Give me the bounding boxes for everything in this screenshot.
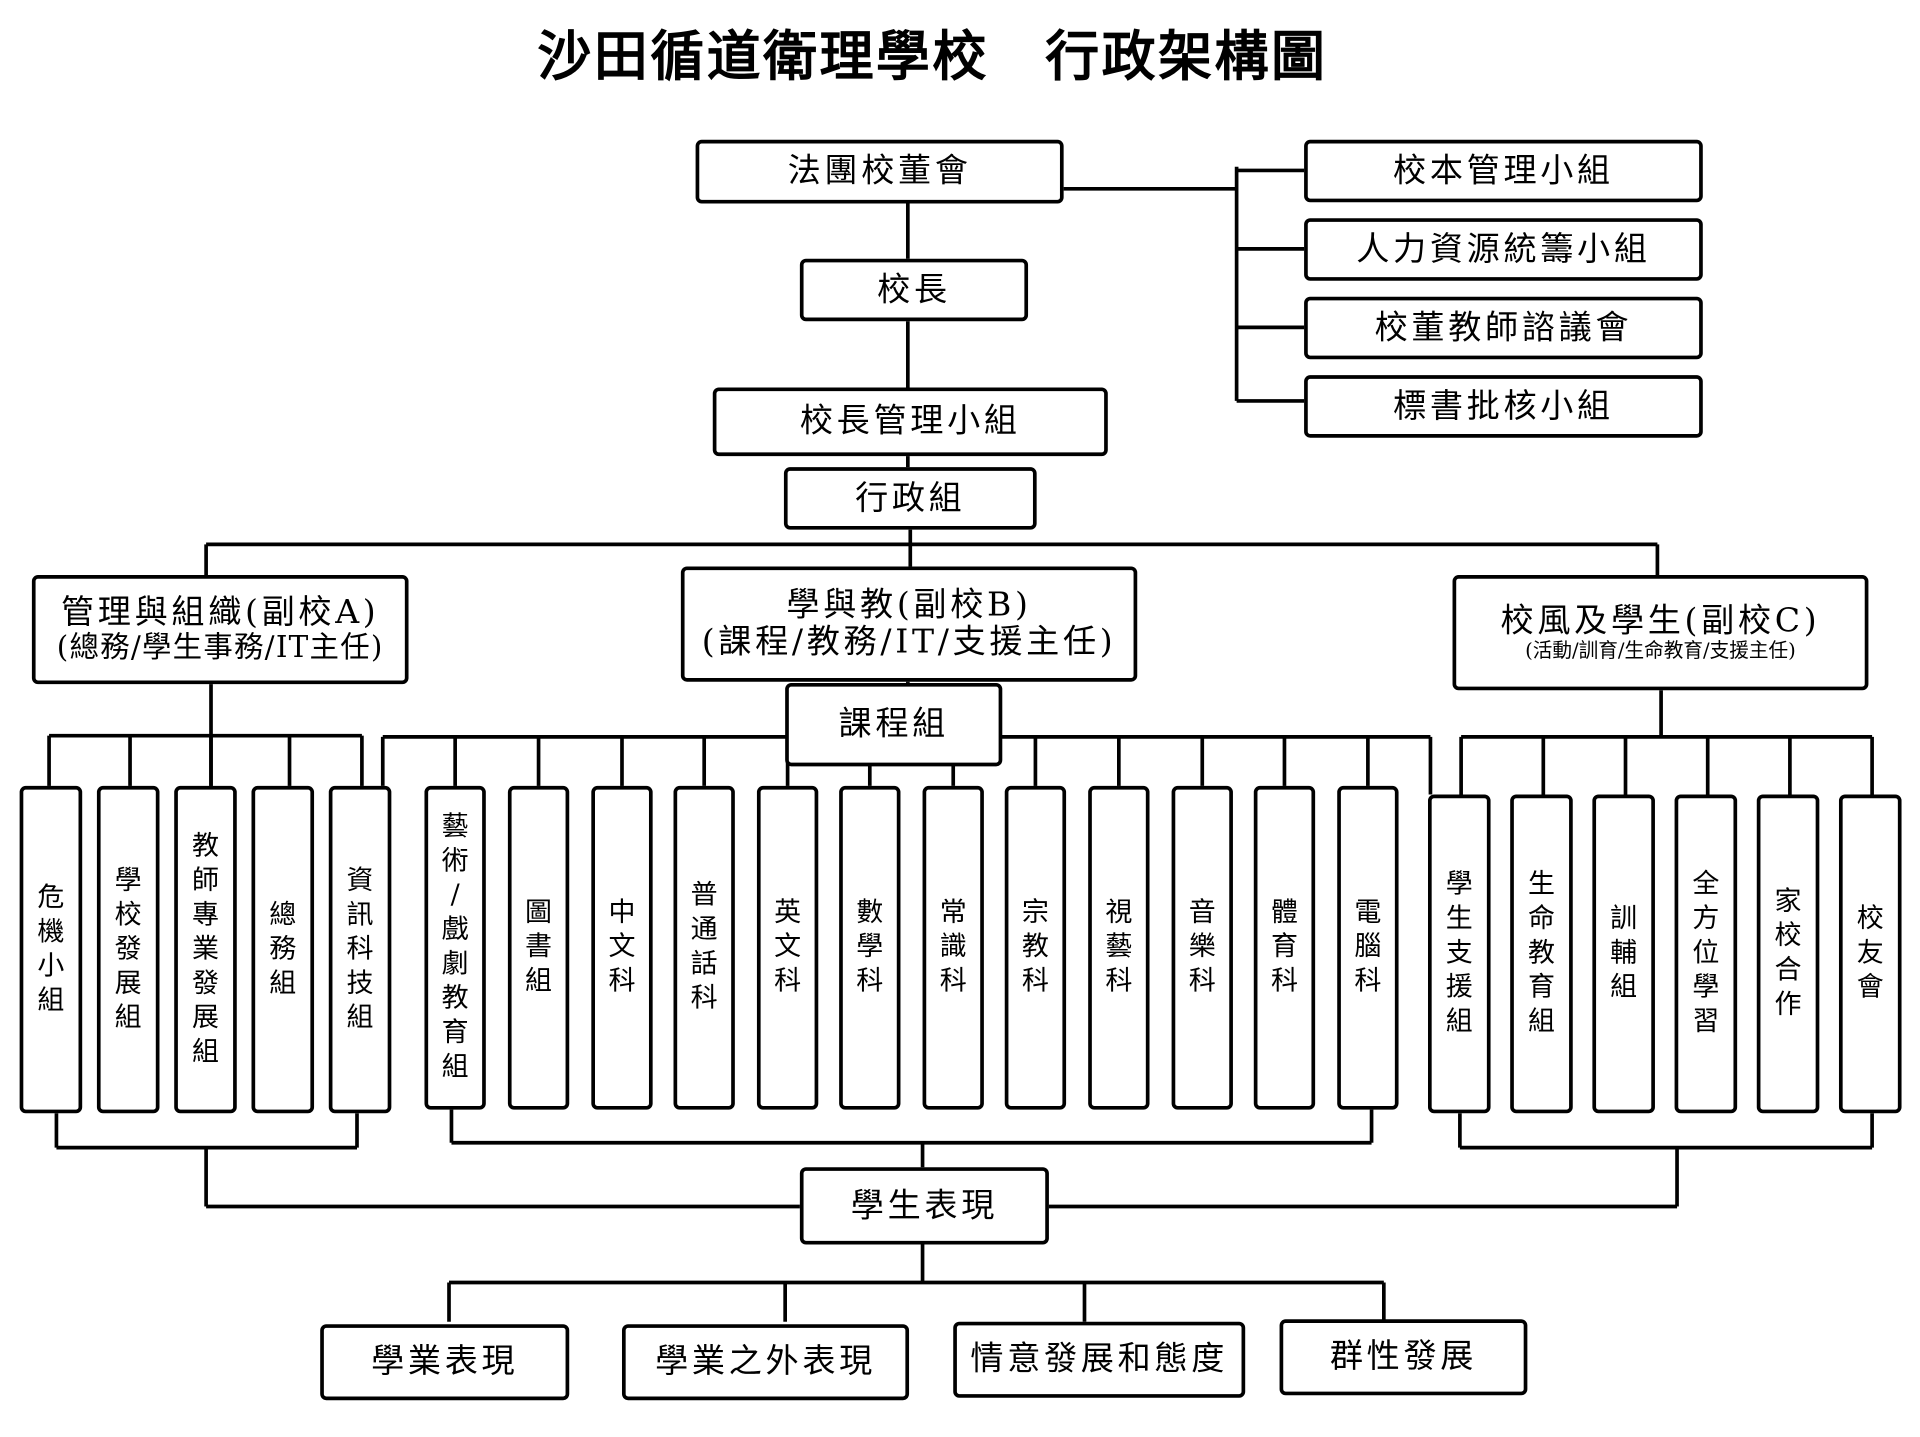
unit-label: 學 校 發 展 組 bbox=[114, 865, 142, 1033]
branch-c-subtitle: (活動/訓育/生命教育/支援主任) bbox=[1525, 638, 1796, 663]
unit-label: 家 校 合 作 bbox=[1774, 886, 1802, 1021]
unit-b-8: 宗 教 科 bbox=[1004, 785, 1067, 1110]
unit-a-1: 危 機 小 組 bbox=[19, 785, 83, 1114]
unit-label: 音 樂 科 bbox=[1188, 897, 1216, 997]
box-student-performance: 學生表現 bbox=[799, 1167, 1049, 1245]
unit-label: 全 方 位 學 習 bbox=[1692, 869, 1720, 1038]
unit-label: 圖 書 組 bbox=[525, 897, 553, 997]
box-admin-group: 行政組 bbox=[783, 467, 1037, 530]
unit-label: 危 機 小 組 bbox=[37, 882, 65, 1016]
box-outcome-4: 群性發展 bbox=[1279, 1319, 1528, 1396]
unit-label: 訓 輔 組 bbox=[1610, 903, 1638, 1003]
box-branch-b: 學與教(副校B) (課程/教務/IT/支援主任) bbox=[680, 566, 1138, 682]
box-principal-label: 校長 bbox=[877, 270, 951, 309]
unit-b-11: 體 育 科 bbox=[1253, 785, 1316, 1110]
branch-b-subtitle: (課程/教務/IT/支援主任) bbox=[701, 622, 1117, 661]
unit-b-12: 電 腦 科 bbox=[1337, 785, 1399, 1110]
box-outcome-1: 學業表現 bbox=[320, 1324, 570, 1401]
box-committee-1: 校本管理小組 bbox=[1304, 139, 1703, 203]
unit-a-4: 總 務 組 bbox=[251, 785, 315, 1114]
branch-a-title: 管理與組織(副校A) bbox=[60, 593, 380, 632]
unit-c-4: 全 方 位 學 習 bbox=[1674, 794, 1738, 1114]
box-branch-c: 校風及學生(副校C) (活動/訓育/生命教育/支援主任) bbox=[1452, 575, 1869, 691]
branch-a-subtitle: (總務/學生事務/IT主任) bbox=[56, 630, 384, 665]
unit-c-6: 校 友 會 bbox=[1838, 794, 1902, 1114]
box-outcome-2: 學業之外表現 bbox=[621, 1324, 910, 1401]
unit-a-2: 學 校 發 展 組 bbox=[96, 785, 160, 1114]
unit-label: 常 識 科 bbox=[939, 897, 967, 997]
branch-c-title: 校風及學生(副校C) bbox=[1500, 602, 1821, 641]
committee-label: 人力資源統籌小組 bbox=[1356, 230, 1651, 269]
box-committee-4: 標書批核小組 bbox=[1304, 375, 1703, 438]
unit-label: 生 命 教 育 組 bbox=[1527, 869, 1555, 1038]
outcome-label: 群性發展 bbox=[1329, 1337, 1478, 1376]
box-committee-2: 人力資源統籌小組 bbox=[1304, 218, 1703, 281]
chart-title: 沙田循道衛理學校 行政架構圖 bbox=[537, 25, 1328, 89]
unit-label: 中 文 科 bbox=[608, 897, 636, 997]
unit-b-3: 中 文 科 bbox=[591, 785, 653, 1110]
unit-b-2: 圖 書 組 bbox=[507, 785, 570, 1110]
box-principal: 校長 bbox=[799, 258, 1029, 322]
unit-b-6: 數 學 科 bbox=[839, 785, 901, 1110]
box-principal-management-label: 校長管理小組 bbox=[799, 402, 1021, 441]
box-outcome-3: 情意發展和態度 bbox=[953, 1321, 1246, 1398]
unit-a-5: 資 訊 科 技 組 bbox=[328, 785, 392, 1114]
committee-label: 標書批核小組 bbox=[1393, 387, 1614, 426]
box-curriculum-group: 課程組 bbox=[785, 682, 1003, 767]
unit-label: 藝 術 / 戲 劇 教 育 組 bbox=[441, 811, 469, 1083]
unit-label: 體 育 科 bbox=[1270, 897, 1298, 997]
committee-label: 校董教師諮議會 bbox=[1374, 308, 1633, 347]
unit-b-5: 英 文 科 bbox=[756, 785, 819, 1110]
unit-label: 普 通 話 科 bbox=[690, 880, 718, 1014]
unit-label: 教 師 專 業 發 展 組 bbox=[191, 830, 219, 1068]
unit-b-4: 普 通 話 科 bbox=[673, 785, 735, 1110]
unit-label: 視 藝 科 bbox=[1105, 897, 1133, 997]
outcome-label: 學業之外表現 bbox=[655, 1342, 876, 1381]
box-curriculum-group-label: 課程組 bbox=[838, 705, 949, 744]
box-admin-group-label: 行政組 bbox=[855, 478, 966, 517]
unit-b-7: 常 識 科 bbox=[922, 785, 984, 1110]
unit-label: 學 生 支 援 組 bbox=[1445, 869, 1473, 1038]
unit-b-9: 視 藝 科 bbox=[1088, 785, 1150, 1110]
box-branch-a: 管理與組織(副校A) (總務/學生事務/IT主任) bbox=[31, 575, 409, 685]
unit-label: 數 學 科 bbox=[856, 897, 884, 997]
branch-b-title: 學與教(副校B) bbox=[786, 586, 1032, 625]
unit-c-5: 家 校 合 作 bbox=[1756, 794, 1820, 1114]
box-principal-management: 校長管理小組 bbox=[712, 387, 1108, 457]
committee-label: 校本管理小組 bbox=[1393, 151, 1614, 190]
unit-label: 宗 教 科 bbox=[1021, 897, 1049, 997]
outcome-label: 學業表現 bbox=[371, 1342, 519, 1381]
box-school-board-label: 法團校董會 bbox=[787, 152, 972, 191]
unit-c-2: 生 命 教 育 組 bbox=[1510, 794, 1573, 1114]
box-student-performance-label: 學生表現 bbox=[850, 1186, 999, 1225]
unit-a-3: 教 師 專 業 發 展 組 bbox=[174, 785, 237, 1114]
box-school-board: 法團校董會 bbox=[695, 139, 1064, 204]
unit-c-3: 訓 輔 組 bbox=[1592, 794, 1655, 1114]
unit-label: 校 友 會 bbox=[1856, 903, 1884, 1003]
unit-b-10: 音 樂 科 bbox=[1171, 785, 1233, 1110]
unit-c-1: 學 生 支 援 組 bbox=[1427, 794, 1491, 1114]
unit-label: 總 務 組 bbox=[269, 899, 297, 999]
unit-label: 英 文 科 bbox=[774, 897, 802, 997]
unit-label: 資 訊 科 技 組 bbox=[346, 865, 374, 1033]
unit-b-1: 藝 術 / 戲 劇 教 育 組 bbox=[424, 785, 486, 1110]
unit-label: 電 腦 科 bbox=[1354, 897, 1382, 997]
outcome-label: 情意發展和態度 bbox=[970, 1340, 1229, 1379]
box-committee-3: 校董教師諮議會 bbox=[1304, 296, 1703, 360]
